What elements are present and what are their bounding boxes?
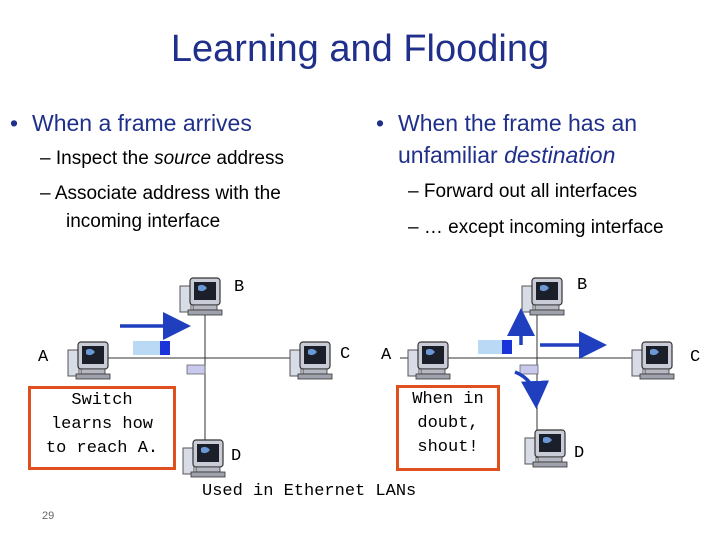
left-sub-item-1: – Inspect the source address <box>40 148 284 169</box>
right-bullet-heading: •When the frame has an <box>376 110 638 136</box>
right-bullet-heading-cont: unfamiliar destination <box>398 142 616 168</box>
page-title: Learning and Flooding <box>170 28 550 70</box>
right-computer-d-icon <box>524 429 568 468</box>
left-computer-b-icon <box>179 277 223 316</box>
right-callout: When in doubt, shout! <box>396 385 500 471</box>
left-label-b: B <box>234 278 245 297</box>
right-arrow-down-icon <box>514 370 550 409</box>
left-label-c: C <box>340 345 351 364</box>
right-network <box>400 277 675 468</box>
right-switch-port <box>519 364 539 375</box>
left-computer-c-icon <box>289 341 333 380</box>
left-sub-item-2-cont: incoming interface <box>66 211 221 232</box>
left-callout: Switch learns how to reach A. <box>28 386 176 470</box>
right-computer-b-icon <box>521 277 565 316</box>
left-sub-item-2: – Associate address with the <box>40 183 281 204</box>
right-computer-a-icon <box>407 341 451 380</box>
right-computer-c-icon <box>631 341 675 380</box>
left-computer-a-icon <box>67 341 111 380</box>
left-network <box>67 277 333 478</box>
left-computer-d-icon <box>182 439 226 478</box>
right-label-b: B <box>577 276 588 295</box>
left-label-d: D <box>231 447 242 466</box>
left-switch-port <box>186 364 206 375</box>
right-label-d: D <box>574 444 585 463</box>
right-sub-item-2: – … except incoming interface <box>408 217 664 238</box>
right-label-c: C <box>690 348 701 367</box>
right-sub-item-1: – Forward out all interfaces <box>408 181 638 202</box>
page-number: 29 <box>42 510 55 522</box>
left-bullet-heading: •When a frame arrives <box>10 110 252 136</box>
footer-caption: Used in Ethernet LANs <box>202 482 417 501</box>
right-label-a: A <box>381 346 392 365</box>
left-label-a: A <box>38 348 49 367</box>
